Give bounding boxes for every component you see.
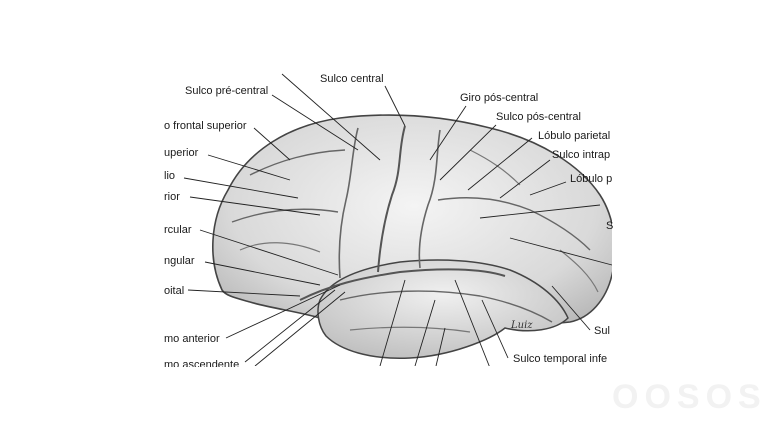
- left-crop-margin: [0, 60, 163, 370]
- right-crop-margin: [612, 60, 780, 370]
- label-sulco-frontal-inferior: rior: [164, 191, 180, 203]
- label-lobulo-parietal-superior: Lóbulo parietal: [538, 130, 611, 142]
- frontal-gyrus-fold: [239, 242, 321, 253]
- temporal-lobe: [317, 259, 569, 359]
- label-right-s: S: [606, 220, 614, 232]
- label-sulco-temporal-inferior: Sulco temporal infe: [513, 353, 608, 365]
- leader-lines: [183, 73, 613, 369]
- lateral-sulcus: [299, 268, 506, 301]
- label-giro-frontal-superior: o frontal superior: [164, 120, 247, 132]
- label-sulco-pre-central: Sulco pré-central: [185, 85, 269, 97]
- label-sulco-pos-central: Sulco pós-central: [496, 111, 581, 123]
- label-ramo-anterior: mo anterior: [164, 333, 220, 345]
- label-right-sul: Sul: [594, 325, 610, 337]
- occipital-fold: [559, 249, 599, 293]
- label-sulco-intraparietal: Sulco intrap: [552, 149, 611, 161]
- intraparietal-sulcus: [437, 196, 591, 251]
- inferior-temporal-sulcus: [349, 326, 471, 333]
- label-parte-opercular: rcular: [164, 224, 192, 236]
- label-ramo-ascendente: mo ascendente: [164, 359, 240, 367]
- parietal-fold: [469, 149, 521, 186]
- bottom-crop-margin: [0, 366, 780, 440]
- label-parte-orbital: oital: [164, 285, 185, 297]
- label-sulco-central: Sulco central: [320, 73, 384, 85]
- superior-temporal-sulcus: [339, 290, 553, 323]
- precentral-sulcus: [338, 127, 359, 279]
- label-parte-triangular: ngular: [164, 255, 195, 267]
- label-giro-frontal-medio: lio: [164, 170, 176, 182]
- label-sulco-frontal-superior: uperior: [164, 147, 199, 159]
- central-sulcus: [377, 125, 406, 273]
- label-lobulo-parietal-inferior: Lóbulo p: [570, 173, 613, 185]
- watermark: OOSOS: [612, 378, 767, 416]
- postcentral-sulcus: [418, 129, 441, 269]
- artist-signature: Luiz: [511, 320, 533, 331]
- label-giro-pos-central: Giro pós-central: [460, 92, 539, 104]
